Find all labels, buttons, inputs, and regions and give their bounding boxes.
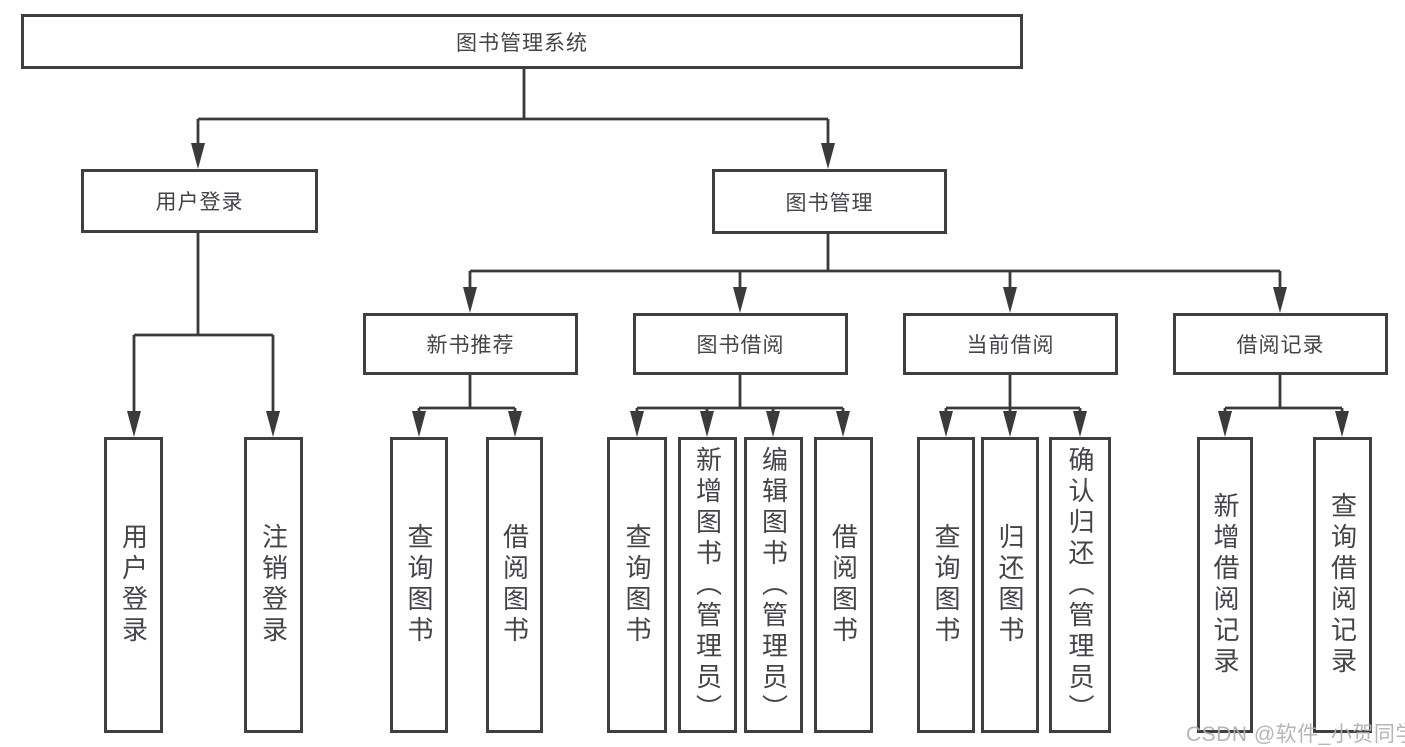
node-current-confirm-return-admin-label: 确认归还（管理员） bbox=[1065, 445, 1095, 725]
node-borrow-records: 借阅记录 bbox=[1173, 313, 1388, 375]
node-borrowing-query-books: 查询图书 bbox=[607, 437, 667, 733]
arrowheads bbox=[127, 143, 1349, 437]
node-book-borrowing: 图书借阅 bbox=[633, 313, 848, 375]
node-user-login: 用户登录 bbox=[104, 437, 163, 733]
node-logout-login-label: 注销登录 bbox=[258, 523, 289, 647]
node-user-login-label: 用户登录 bbox=[118, 523, 149, 647]
node-records-query-borrow-record: 查询借阅记录 bbox=[1313, 437, 1372, 733]
node-borrowing-edit-books-admin: 编辑图书（管理员） bbox=[744, 437, 803, 733]
node-current-return-books: 归还图书 bbox=[981, 437, 1039, 733]
node-records-add-borrow-record-label: 新增借阅记录 bbox=[1210, 492, 1240, 678]
node-borrowing-borrow-books: 借阅图书 bbox=[814, 437, 873, 733]
node-current-return-books-label: 归还图书 bbox=[995, 523, 1025, 647]
node-borrowing-borrow-books-label: 借阅图书 bbox=[828, 523, 859, 647]
node-records-query-borrow-record-label: 查询借阅记录 bbox=[1327, 492, 1358, 678]
csdn-watermark: CSDN @软件_小贺同学 bbox=[1186, 723, 1405, 746]
node-current-query-books-label: 查询图书 bbox=[931, 523, 961, 647]
node-borrowing-query-books-label: 查询图书 bbox=[622, 523, 652, 647]
node-book-management: 图书管理 bbox=[712, 169, 947, 234]
node-borrowing-add-books-admin: 新增图书（管理员） bbox=[678, 437, 737, 733]
node-newbook-borrow-books: 借阅图书 bbox=[486, 437, 543, 733]
node-current-borrowing: 当前借阅 bbox=[903, 313, 1118, 375]
node-current-query-books: 查询图书 bbox=[917, 437, 975, 733]
connector-segments bbox=[132, 69, 1344, 430]
node-newbook-query-books-label: 查询图书 bbox=[404, 523, 434, 647]
node-user-login-branch: 用户登录 bbox=[81, 169, 318, 233]
node-library-management-system: 图书管理系统 bbox=[21, 14, 1023, 69]
node-borrowing-edit-books-admin-label: 编辑图书（管理员） bbox=[758, 445, 789, 725]
node-logout-login: 注销登录 bbox=[244, 437, 303, 733]
node-newbook-query-books: 查询图书 bbox=[390, 437, 448, 733]
node-new-book-recommend: 新书推荐 bbox=[363, 313, 578, 375]
node-current-confirm-return-admin: 确认归还（管理员） bbox=[1049, 437, 1111, 733]
node-records-add-borrow-record: 新增借阅记录 bbox=[1197, 437, 1253, 733]
node-borrowing-add-books-admin-label: 新增图书（管理员） bbox=[692, 445, 723, 725]
node-newbook-borrow-books-label: 借阅图书 bbox=[499, 523, 530, 647]
